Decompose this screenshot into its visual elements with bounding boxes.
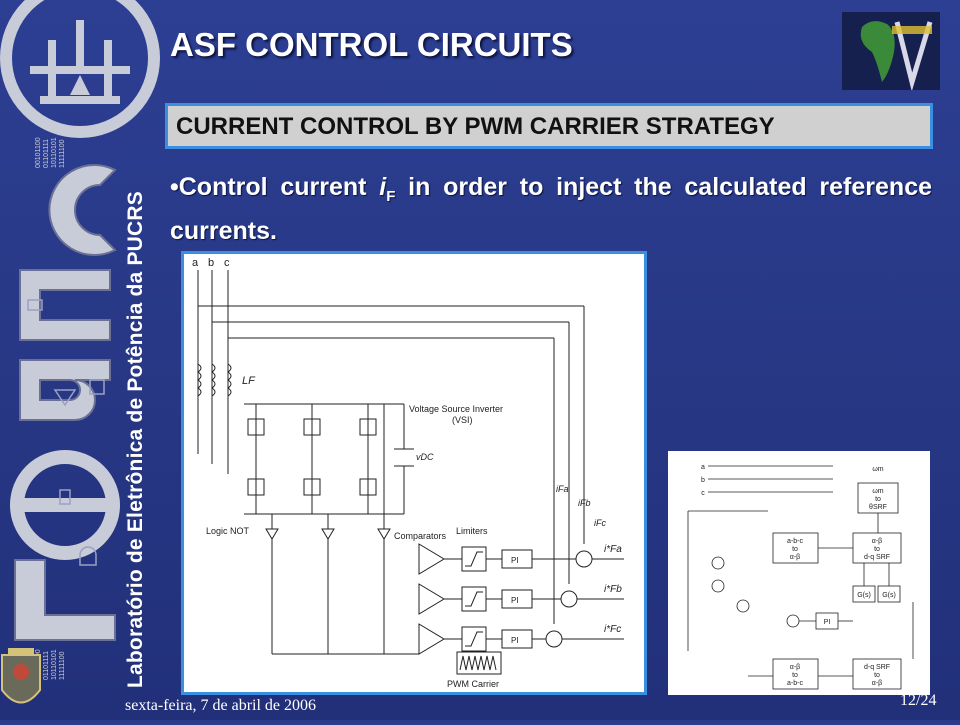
current-b-label: iFb [578, 498, 591, 508]
bullet-text: •Control current iF in order to inject t… [170, 170, 932, 248]
bullet-symbol: i [379, 173, 387, 201]
ab-abc-2: to [792, 672, 798, 679]
svg-text:00101100: 00101100 [35, 137, 42, 168]
pi-label-a: PI [511, 556, 519, 565]
conference-logo [842, 12, 940, 92]
induscon-logo-icon [860, 21, 933, 92]
block-labels: a b c a-b-c to α-β α-β to d-q SRF ωm to … [701, 464, 896, 687]
svg-text:10110101: 10110101 [51, 137, 58, 168]
ab-dq-1: α-β [872, 538, 882, 545]
subtitle-box: CURRENT CONTROL BY PWM CARRIER STRATEGY [165, 103, 933, 149]
omega-block-2: to [875, 496, 881, 503]
phase-c-label: c [224, 257, 230, 269]
pi-label-c: PI [511, 636, 519, 645]
pi-label-b: PI [511, 596, 519, 605]
vsi-abbrev: (VSI) [452, 415, 473, 425]
dq-ab-1: d-q SRF [864, 664, 890, 671]
phase-a-label: a [192, 257, 199, 269]
block-diagram-figure: a b c a-b-c to α-β α-β to d-q SRF ωm to … [668, 451, 930, 695]
small-phase-c: c [701, 490, 705, 497]
omega-block-3: θSRF [869, 504, 887, 511]
slide-title: ASF CONTROL CIRCUITS [170, 26, 573, 63]
bullet-before: •Control current [170, 173, 380, 201]
small-pi-label: PI [824, 619, 831, 626]
ab-abc-3: a-b-c [787, 680, 803, 687]
current-c-label: iFc [594, 518, 606, 528]
dq-ab-3: α-β [872, 680, 882, 687]
gs-label-1: G(s) [857, 592, 871, 599]
bullet-subscript: F [386, 188, 396, 205]
ref-c-label: i*Fc [604, 624, 621, 635]
svg-text:10110101: 10110101 [51, 649, 58, 680]
comparators-label: Comparators [394, 531, 447, 541]
block-diagram: a b c a-b-c to α-β α-β to d-q SRF ωm to … [687, 464, 914, 690]
vsi-label: Voltage Source Inverter [409, 404, 503, 414]
circuit-diagram: a b c LF Voltage Source Inverter (VSI) v… [192, 257, 624, 689]
ab-abc-1: α-β [790, 664, 800, 671]
ref-a-label: i*Fa [604, 544, 622, 555]
svg-text:01101111: 01101111 [43, 139, 50, 168]
pwm-carrier-label: PWM Carrier [447, 679, 499, 689]
gs-label-2: G(s) [882, 592, 896, 599]
ref-b-label: i*Fb [604, 584, 622, 595]
dq-ab-2: to [874, 672, 880, 679]
omega-input: ωm [872, 466, 883, 473]
page-number: 12/24 [900, 692, 937, 709]
pucrs-crest-icon [0, 648, 41, 704]
abc-ab-2: to [792, 546, 798, 553]
sidebar: 00101100 01101111 10110101 11111100 0010… [0, 0, 160, 720]
abc-ab-1: a-b-c [787, 538, 803, 545]
omega-block-1: ωm [872, 488, 883, 495]
lepuc-logo-icon: 00101100 01101111 10110101 11111100 0010… [0, 0, 160, 704]
logic-not-label: Logic NOT [206, 526, 250, 536]
vdc-label: vDC [416, 452, 434, 462]
svg-text:11111100: 11111100 [59, 651, 66, 680]
inductor-label: LF [242, 375, 256, 387]
slide-subtitle: CURRENT CONTROL BY PWM CARRIER STRATEGY [176, 113, 775, 140]
circuit-labels: a b c LF Voltage Source Inverter (VSI) v… [192, 257, 622, 689]
ab-dq-3: d-q SRF [864, 554, 890, 561]
lab-name-vertical: Laboratório de Eletrônica de Potência da… [124, 191, 147, 688]
limiters-label: Limiters [456, 526, 488, 536]
small-phase-b: b [701, 477, 705, 484]
bullet-after: in order to inject the calculated refere… [170, 173, 933, 245]
svg-text:01101111: 01101111 [43, 651, 50, 680]
main-circuit-figure: a b c LF Voltage Source Inverter (VSI) v… [181, 251, 647, 695]
ab-dq-2: to [874, 546, 880, 553]
current-a-label: iFa [556, 484, 569, 494]
footer-date: sexta-feira, 7 de abril de 2006 [125, 697, 317, 714]
small-phase-a: a [701, 464, 705, 471]
abc-ab-3: α-β [790, 554, 800, 561]
phase-b-label: b [208, 257, 214, 269]
svg-text:11111100: 11111100 [59, 139, 66, 168]
